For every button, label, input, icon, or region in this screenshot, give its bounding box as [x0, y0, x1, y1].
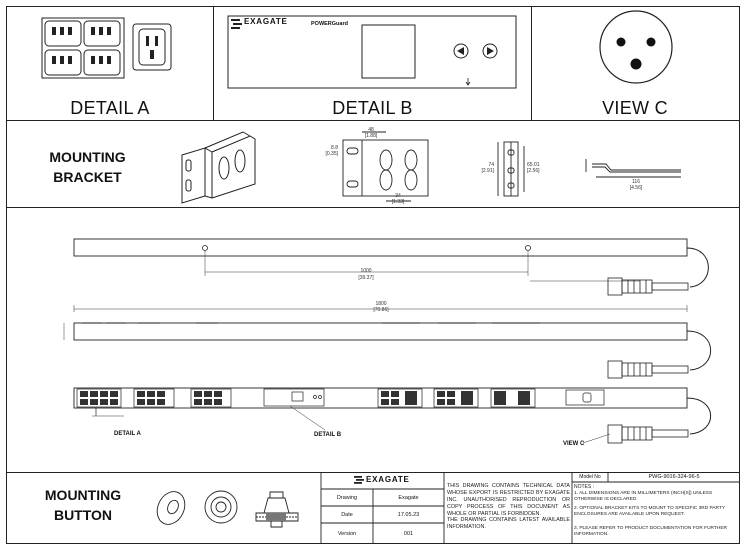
callout-view-c: VIEW C	[563, 441, 585, 447]
mounting-button-label-line1: MOUNTING	[44, 487, 122, 503]
tb-notes-title: NOTES :	[574, 484, 595, 490]
tb-key-drawing: Drawing	[336, 494, 358, 501]
callout-detail-b: DETAIL B	[314, 432, 342, 438]
mounting-bracket-label-line1: MOUNTING	[49, 149, 126, 165]
detail-b-label: DETAIL B	[332, 98, 413, 118]
row-divider-2	[6, 207, 740, 208]
row-divider-3	[6, 472, 740, 473]
detail-b-panel	[227, 15, 517, 89]
tb-model-value: PWG-9016-324-96-5	[648, 474, 700, 480]
dim-hole-spacing-in: [1.33]	[392, 199, 405, 205]
bracket-drawings	[181, 131, 681, 204]
dim-side-b-in: [2.56]	[527, 168, 540, 174]
detail-a-label: DETAIL A	[70, 98, 150, 118]
tb-key-version: Version	[337, 530, 357, 537]
dim-side-a-in: [2.91]	[481, 168, 494, 174]
bracket-dimension-text: 48 [1.88] 34 [1.33] 8.8 [0.35] 74 [2.91]…	[325, 127, 643, 205]
main-dimension-text: 1000 [39.37] 1800 [70.86]	[358, 268, 389, 313]
dim-1000-in: [39.37]	[358, 275, 374, 281]
tb-value-date: 17.05.23	[397, 511, 420, 518]
dim-hole-spacing: 34	[395, 193, 401, 199]
dim-1800-in: [70.86]	[373, 307, 389, 313]
tb-value-drawing: Exagate	[398, 494, 419, 501]
dim-width-top-in: [1.88]	[365, 133, 378, 139]
tb-note-1: 1. ALL DIMENSIONS ARE IN MILLIMETERS (IN…	[574, 491, 713, 502]
dim-length-in: [4.56]	[630, 185, 643, 191]
callout-detail-a: DETAIL A	[114, 431, 141, 437]
dim-side-b: 65.01	[527, 162, 540, 168]
dim-1000: 1000	[360, 268, 371, 274]
tb-note-3: 3. PLEASE REFER TO PRODUCT DOCUMENTATION…	[574, 526, 727, 537]
mounting-bracket-label-line2: BRACKET	[53, 169, 122, 185]
dim-height-small: 8.8	[331, 145, 338, 151]
row-divider-1	[6, 120, 740, 121]
detail-b-brand: EXAGATE	[244, 17, 288, 26]
mounting-button-label-line2: BUTTON	[53, 507, 113, 523]
dim-length: 116	[632, 179, 640, 185]
tb-disclaimer-latest: THE DRAWING CONTAINS LATEST AVAILABLE IN…	[447, 517, 570, 530]
pdu-views	[63, 238, 712, 444]
dim-height-small-in: [0.35]	[325, 151, 338, 157]
detail-b-product: POWERGuard	[311, 21, 348, 27]
tb-disclaimer-export: THIS DRAWING CONTAINS TECHNICAL DATA WHO…	[447, 483, 570, 517]
tb-key-date: Date	[341, 511, 353, 518]
col-divider-1	[213, 6, 214, 120]
tb-note-2: 2. OPTIONAL BRACKET KITS TO MOUNT TO SPE…	[574, 506, 725, 517]
tb-value-version: 001	[403, 530, 414, 537]
mounting-bracket-label: MOUNTING BRACKET	[30, 147, 145, 187]
title-block-brand: EXAGATE	[366, 475, 410, 484]
dim-1800: 1800	[375, 301, 386, 307]
view-c-label: VIEW C	[602, 98, 668, 118]
dim-side-a: 74	[488, 162, 494, 168]
dim-width-top: 48	[368, 127, 374, 133]
col-divider-2	[531, 6, 532, 120]
mounting-button-label: MOUNTING BUTTON	[28, 485, 138, 525]
view-c-socket	[599, 10, 673, 84]
tb-model-key: Model No	[579, 474, 601, 480]
detail-a-outlets	[41, 17, 172, 79]
